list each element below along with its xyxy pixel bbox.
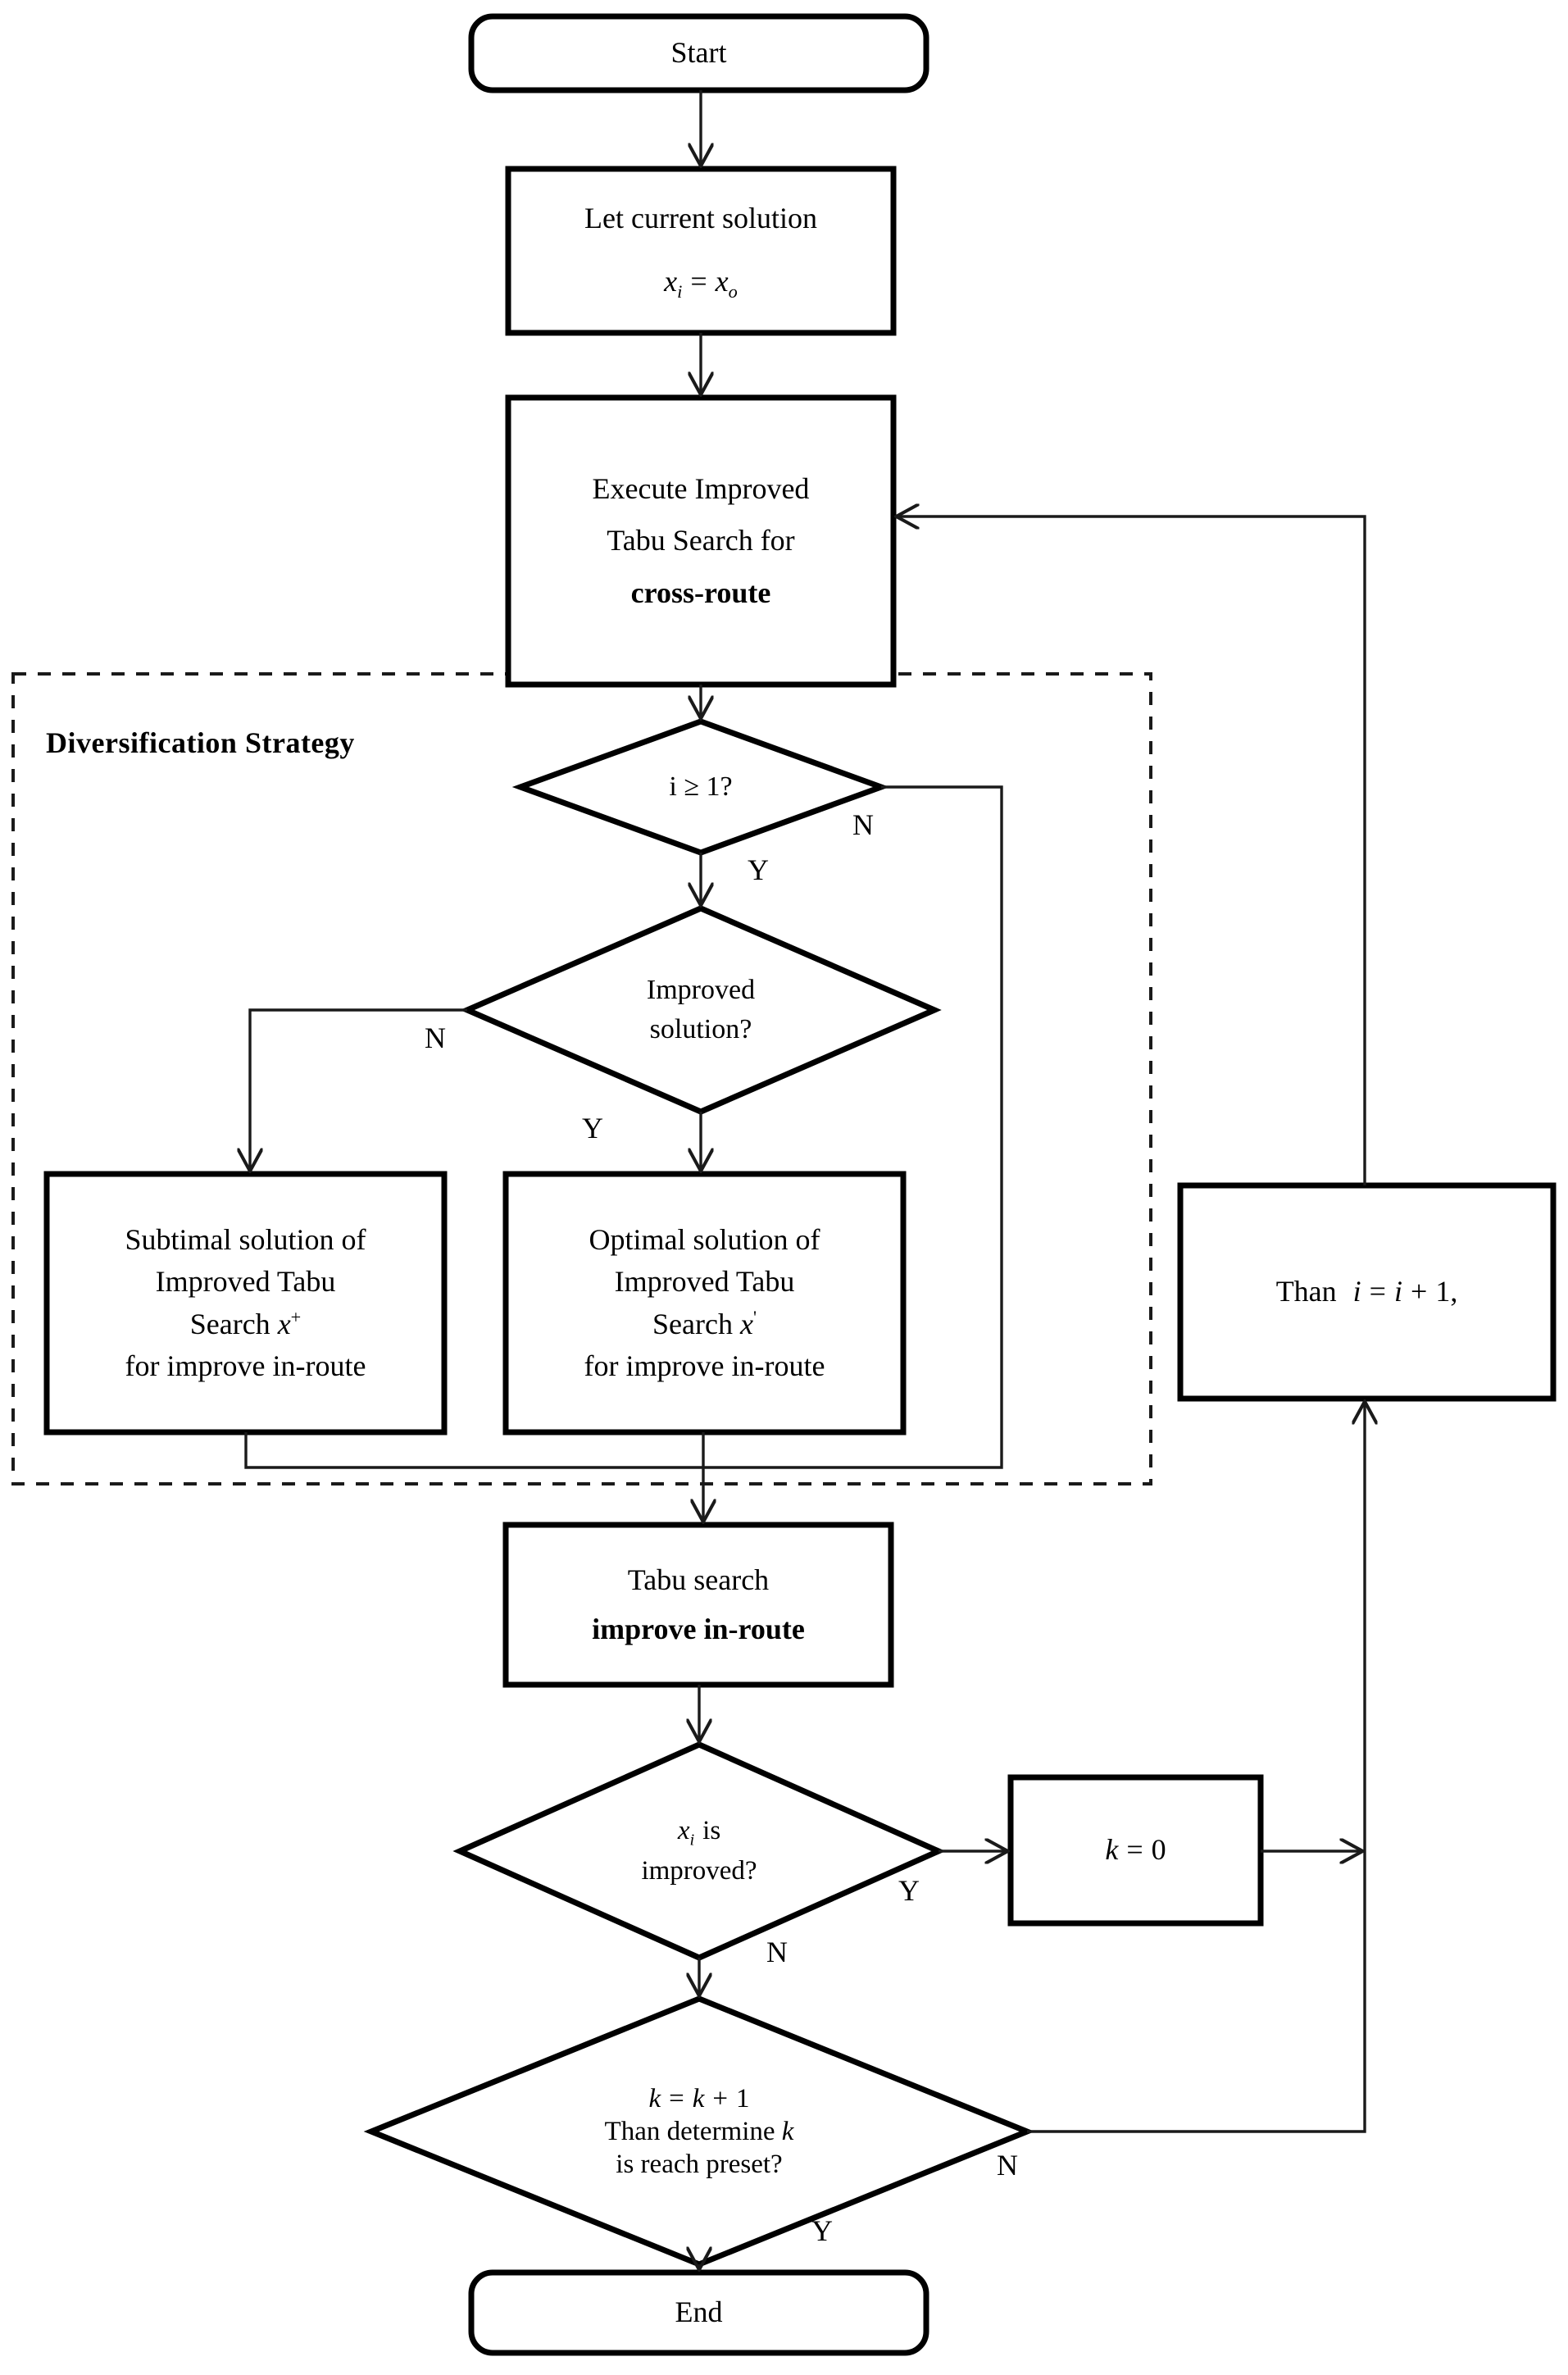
subtimal-solution-node-shape (43, 1171, 448, 1435)
k-zero-node-shape (1007, 1774, 1264, 1927)
edge-decision-k-no-to-than-i (1027, 1404, 1365, 2133)
edge-label-decision-k-yes: Y (811, 2214, 833, 2247)
decision-i-node-shape (511, 718, 890, 856)
diversification-strategy-group-label: Diversification Strategy (46, 726, 355, 759)
edge-label-improved-no: N (425, 1021, 446, 1054)
edge-subtimal-to-merge (244, 1432, 721, 1469)
let-current-solution-node-shape (505, 166, 897, 336)
decision-improved-solution-node-shape (460, 905, 942, 1115)
edge-label-decision-xi-yes: Y (898, 1874, 920, 1907)
decision-k-preset-node-shape (363, 1995, 1035, 2268)
edge-decision-i-no-bypass (721, 785, 1003, 1469)
execute-tabu-search-node-shape (505, 394, 897, 688)
start-node-shape (468, 13, 929, 93)
edge-label-improved-yes: Y (582, 1112, 603, 1144)
decision-xi-improved-node-shape (452, 1741, 946, 1961)
than-i-increment-node-shape (1177, 1182, 1557, 1402)
tabu-search-in-route-node-shape (502, 1522, 894, 1688)
optimal-solution-node-shape (502, 1171, 907, 1435)
edge-than-i-to-execute-feedback (898, 516, 1366, 1185)
edge-improved-no-to-subtimal (250, 1008, 467, 1169)
edge-label-decision-i-yes: Y (748, 853, 769, 886)
end-node-shape (468, 2269, 929, 2356)
edge-label-decision-k-no: N (997, 2149, 1018, 2182)
edge-label-decision-xi-no: N (766, 1936, 788, 1968)
edge-label-decision-i-no: N (852, 808, 874, 841)
